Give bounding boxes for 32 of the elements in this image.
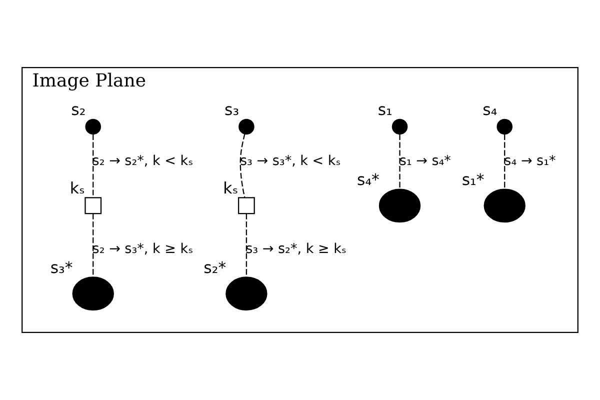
- node-ellipse: [378, 188, 421, 223]
- edge-label: s₂ → s₃*, k ≥ kₛ: [92, 241, 194, 258]
- node-circle: [392, 118, 408, 135]
- node-circle: [85, 118, 102, 135]
- node-ellipse: [72, 276, 114, 310]
- edge-label: s₄ → s₁*: [504, 153, 556, 170]
- node-label: s₂*: [204, 258, 226, 277]
- node-label: s₁: [378, 100, 392, 120]
- edge-label: s₁ → s₄*: [399, 153, 451, 170]
- node-ellipse: [484, 188, 526, 223]
- node-box: [238, 197, 255, 214]
- connector: [92, 134, 94, 198]
- node-ellipse: [226, 276, 268, 310]
- edge-label: s₃ → s₃*, k < kₛ: [240, 153, 341, 170]
- connector: [92, 214, 94, 278]
- connector: [240, 134, 246, 198]
- node-label: s₁*: [462, 170, 484, 190]
- connector: [246, 214, 248, 278]
- edge-label: s₂ → s₂*, k < kₛ: [92, 153, 194, 170]
- node-label: s₄: [482, 100, 498, 120]
- node-circle: [496, 118, 513, 135]
- node-box: [84, 197, 102, 214]
- node-label: kₛ: [70, 178, 85, 198]
- node-label: s₄*: [357, 170, 380, 190]
- node-label: s₂: [71, 100, 86, 120]
- edge-label: s₃ → s₂*, k ≥ kₛ: [246, 241, 346, 258]
- node-label: s₃: [224, 100, 240, 120]
- node-circle: [238, 118, 254, 135]
- connector: [399, 134, 400, 190]
- node-label: kₛ: [223, 178, 238, 198]
- connector: [504, 134, 506, 190]
- node-label: s₃*: [50, 258, 73, 277]
